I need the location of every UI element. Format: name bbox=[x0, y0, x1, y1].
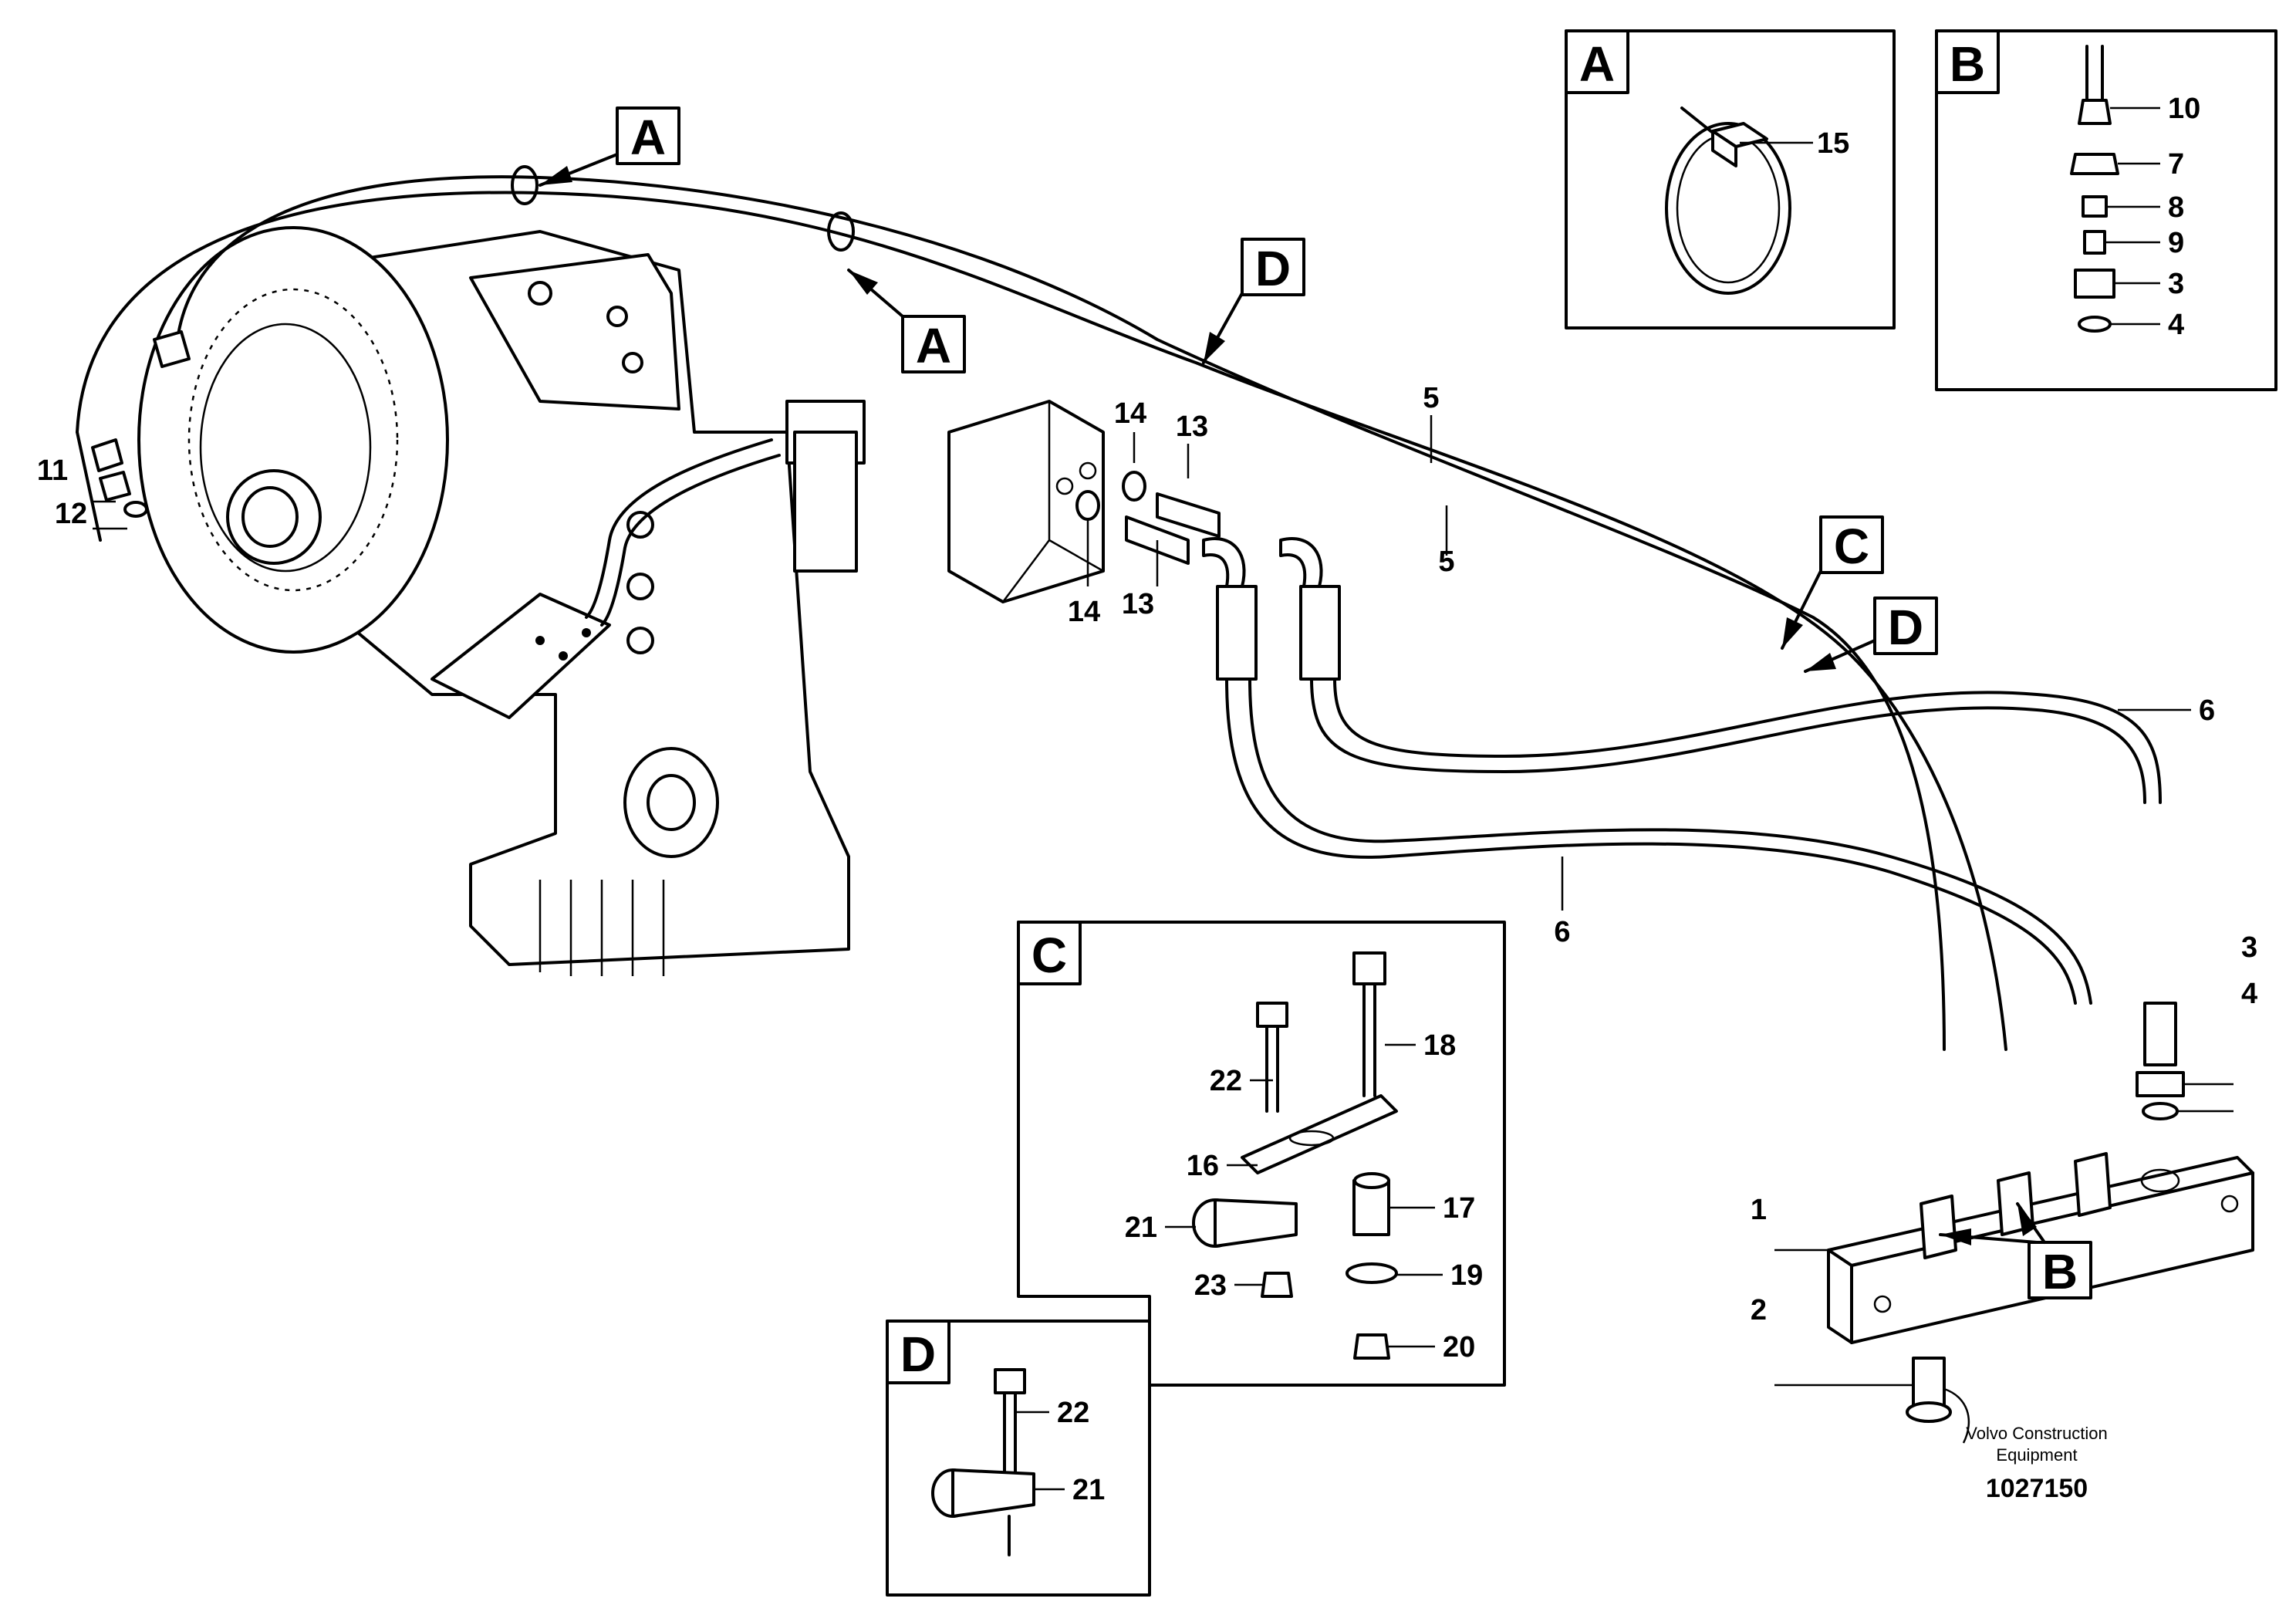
tubes-5 bbox=[76, 165, 2007, 1051]
drawing-number: 1027150 bbox=[1986, 1474, 2088, 1503]
part-label-15: 15 bbox=[1817, 127, 1849, 160]
o-ring-icon bbox=[1075, 490, 1100, 521]
part-label-14-upper: 14 bbox=[1114, 397, 1146, 430]
inset-d-letter: D bbox=[900, 1326, 936, 1382]
part-label-3: 3 bbox=[2241, 931, 2257, 964]
company-name-line1: Volvo Construction bbox=[1966, 1424, 2107, 1443]
part-label-3-inset: 3 bbox=[2168, 268, 2184, 300]
callout-c-main-letter: C bbox=[1834, 519, 1869, 574]
part-label-17: 17 bbox=[1443, 1192, 1475, 1225]
footer-block: Volvo Construction Equipment 1027150 bbox=[1966, 1424, 2107, 1503]
leader-lines bbox=[93, 106, 2234, 1491]
part-label-20: 20 bbox=[1443, 1331, 1475, 1363]
part-label-5-lower: 5 bbox=[1438, 546, 1454, 578]
part-label-12: 12 bbox=[55, 498, 87, 530]
part-label-13-lower: 13 bbox=[1122, 588, 1154, 620]
part-label-6-right: 6 bbox=[2199, 694, 2215, 727]
inset-b-letter: B bbox=[1950, 36, 1985, 92]
inset-box-b bbox=[1935, 29, 2277, 391]
callout-b-main bbox=[1939, 1202, 2092, 1299]
part-label-16: 16 bbox=[1187, 1150, 1219, 1182]
part-label-22-d: 22 bbox=[1057, 1397, 1089, 1429]
transmission-assembly bbox=[137, 226, 866, 976]
callout-a-upper bbox=[539, 106, 680, 187]
part-label-22-c: 22 bbox=[1210, 1065, 1242, 1097]
part-label-8: 8 bbox=[2168, 191, 2184, 224]
hoses-6 bbox=[1202, 537, 2162, 1005]
part-label-13-upper: 13 bbox=[1176, 411, 1208, 443]
part-label-4-inset: 4 bbox=[2168, 309, 2184, 341]
company-name-line2: Equipment bbox=[1996, 1445, 2077, 1465]
manifold-block bbox=[1827, 1002, 2254, 1444]
inset-c-letter: C bbox=[1032, 928, 1067, 983]
part-label-21-d: 21 bbox=[1072, 1474, 1105, 1506]
part-label-21-c: 21 bbox=[1125, 1211, 1157, 1244]
callout-d-main bbox=[1804, 596, 1938, 673]
part-number-labels: 15 10 7 8 9 3 4 5 5 6 6 14 14 13 13 11 1… bbox=[37, 93, 2257, 1506]
part-label-23: 23 bbox=[1194, 1269, 1227, 1302]
part-label-5-upper: 5 bbox=[1423, 382, 1439, 414]
callout-a-lower-letter: A bbox=[916, 318, 951, 373]
inset-box-d bbox=[886, 1320, 1151, 1597]
part-label-2: 2 bbox=[1751, 1294, 1767, 1326]
part-label-7: 7 bbox=[2168, 148, 2184, 181]
inset-box-c bbox=[1017, 921, 1506, 1387]
part-label-9: 9 bbox=[2168, 227, 2184, 259]
part-label-11: 11 bbox=[37, 454, 68, 487]
part-label-18: 18 bbox=[1423, 1029, 1456, 1062]
part-label-4: 4 bbox=[2241, 978, 2257, 1010]
part-label-19: 19 bbox=[1450, 1259, 1483, 1292]
callout-a-upper-letter: A bbox=[630, 110, 666, 165]
callout-d-upper-letter: D bbox=[1255, 241, 1291, 296]
part-label-6-lower: 6 bbox=[1554, 916, 1570, 948]
inset-a-letter: A bbox=[1579, 36, 1615, 92]
part-label-10: 10 bbox=[2168, 93, 2200, 125]
callout-letters: A B C D A A D C D B bbox=[630, 36, 2078, 1382]
callout-b-main-letter: B bbox=[2042, 1244, 2078, 1299]
callout-c-main bbox=[1781, 515, 1884, 650]
part-label-1: 1 bbox=[1751, 1194, 1767, 1226]
inset-box-a bbox=[1565, 29, 1896, 329]
part-label-14-lower: 14 bbox=[1068, 596, 1100, 628]
callout-d-upper bbox=[1202, 238, 1305, 364]
callout-d-main-letter: D bbox=[1888, 600, 1923, 655]
callout-a-lower bbox=[847, 269, 966, 373]
